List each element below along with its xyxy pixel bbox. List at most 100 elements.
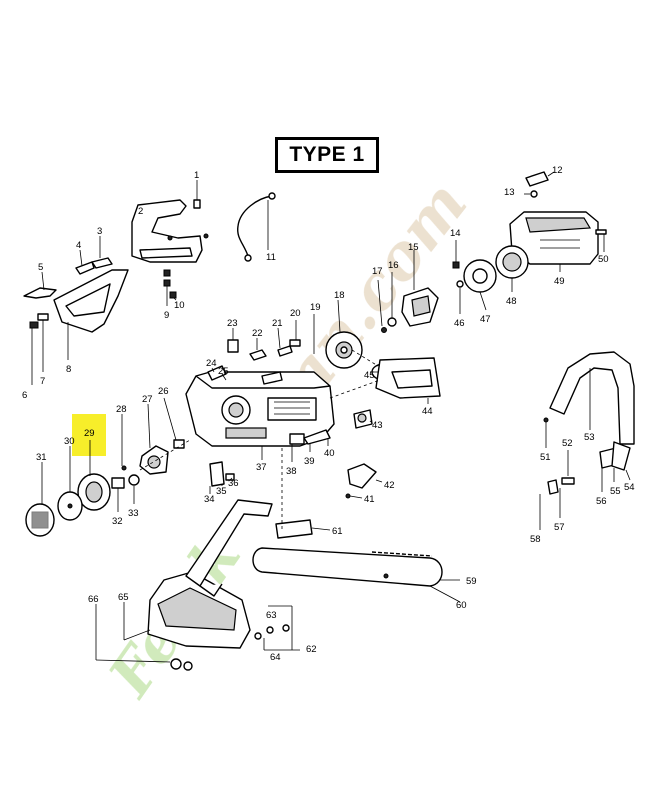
label-45: 45 xyxy=(364,370,375,381)
label-20: 20 xyxy=(290,308,301,319)
label-21: 21 xyxy=(272,318,283,329)
label-16: 16 xyxy=(388,260,399,271)
label-33: 33 xyxy=(128,508,139,519)
label-14: 14 xyxy=(450,228,461,239)
part-24-25-switch xyxy=(207,365,283,385)
part-49-motor-housing xyxy=(509,211,599,272)
label-9: 9 xyxy=(164,310,169,321)
part-37-main-housing xyxy=(185,371,335,460)
label-34: 34 xyxy=(204,494,215,505)
part-29-clutch-drum xyxy=(77,440,111,511)
label-58: 58 xyxy=(530,534,541,545)
label-42: 42 xyxy=(384,480,395,491)
label-27: 27 xyxy=(142,394,153,405)
label-52: 52 xyxy=(562,438,573,449)
label-22: 22 xyxy=(252,328,263,339)
label-65: 65 xyxy=(118,592,129,603)
label-60: 60 xyxy=(456,600,467,611)
label-36: 36 xyxy=(228,478,239,489)
label-7: 7 xyxy=(40,376,45,387)
label-38: 38 xyxy=(286,466,297,477)
part-1-screw xyxy=(193,180,201,209)
label-5: 5 xyxy=(38,262,43,273)
label-47: 47 xyxy=(480,314,491,325)
label-26: 26 xyxy=(158,386,169,397)
label-54: 54 xyxy=(624,482,635,493)
label-24: 24 xyxy=(206,358,217,369)
part-59-60-bar-and-chain xyxy=(252,547,461,603)
label-13: 13 xyxy=(504,187,515,198)
label-53: 53 xyxy=(584,432,595,443)
part-61-bar-plate xyxy=(275,519,331,539)
label-61: 61 xyxy=(332,526,343,537)
label-4: 4 xyxy=(76,240,81,251)
part-15-clutch-cover xyxy=(401,250,439,327)
part-4-lever xyxy=(75,249,95,275)
label-12: 12 xyxy=(552,165,563,176)
label-11: 11 xyxy=(266,252,276,263)
label-41: 41 xyxy=(364,494,375,505)
part-65-66-front-cover xyxy=(95,571,251,671)
label-43: 43 xyxy=(372,420,383,431)
label-35: 35 xyxy=(216,486,227,497)
part-27-chain-brake xyxy=(139,403,169,475)
part-32-33-nuts xyxy=(111,474,140,512)
label-59: 59 xyxy=(466,576,477,587)
part-48-fan-wheel xyxy=(495,245,529,292)
label-57: 57 xyxy=(554,522,565,533)
type-title-box: TYPE 1 xyxy=(275,137,379,173)
label-40: 40 xyxy=(324,448,335,459)
label-10: 10 xyxy=(174,300,185,311)
part-9-10-screws xyxy=(163,269,177,306)
label-55: 55 xyxy=(610,486,621,497)
label-2: 2 xyxy=(138,206,143,217)
part-54-56-mount xyxy=(599,441,631,492)
label-23: 23 xyxy=(227,318,238,329)
part-16-17-washers xyxy=(377,272,397,333)
part-62-64-adjuster xyxy=(254,605,300,651)
label-1: 1 xyxy=(194,170,199,181)
label-46: 46 xyxy=(454,318,465,329)
part-34-36-bracket xyxy=(209,461,235,494)
label-3: 3 xyxy=(97,226,102,237)
label-64: 64 xyxy=(270,652,281,663)
label-49: 49 xyxy=(554,276,565,287)
label-32: 32 xyxy=(112,516,123,527)
assembly-dashed-lines xyxy=(139,349,381,530)
label-51: 51 xyxy=(540,452,551,463)
part-5-spring-lever xyxy=(23,271,57,299)
label-48: 48 xyxy=(506,296,517,307)
label-28: 28 xyxy=(116,404,127,415)
label-56: 56 xyxy=(596,496,607,507)
part-47-drive-gear xyxy=(463,259,497,311)
label-29: 29 xyxy=(84,428,95,439)
label-15: 15 xyxy=(408,242,419,253)
part-2-handle-cover xyxy=(131,199,209,263)
part-38-40-oil-pump xyxy=(289,429,331,462)
part-41-42-plate xyxy=(345,463,383,499)
part-8-rear-handle xyxy=(53,269,129,360)
label-63: 63 xyxy=(266,610,277,621)
part-51-screw xyxy=(543,417,549,448)
part-53-front-handle xyxy=(549,351,635,445)
label-66: 66 xyxy=(88,594,99,605)
part-6-7-screws xyxy=(29,313,49,385)
label-18: 18 xyxy=(334,290,345,301)
highlight-part-29 xyxy=(72,414,106,456)
label-39: 39 xyxy=(304,456,315,467)
part-28-pin xyxy=(121,414,127,471)
label-6: 6 xyxy=(22,390,27,401)
part-3-trigger xyxy=(91,236,113,269)
part-number-labels: 1 2 3 4 5 6 7 8 9 10 11 12 13 14 15 16 1… xyxy=(22,165,635,663)
label-8: 8 xyxy=(66,364,71,375)
part-tensioner-arm xyxy=(185,499,273,597)
part-43-bearing xyxy=(353,409,373,429)
label-25: 25 xyxy=(218,366,229,377)
part-30-washer-disc xyxy=(57,446,83,521)
part-50-pin xyxy=(595,229,607,252)
label-62: 62 xyxy=(306,644,317,655)
part-14-46-screws xyxy=(452,240,464,314)
part-18-sprocket xyxy=(325,299,363,369)
